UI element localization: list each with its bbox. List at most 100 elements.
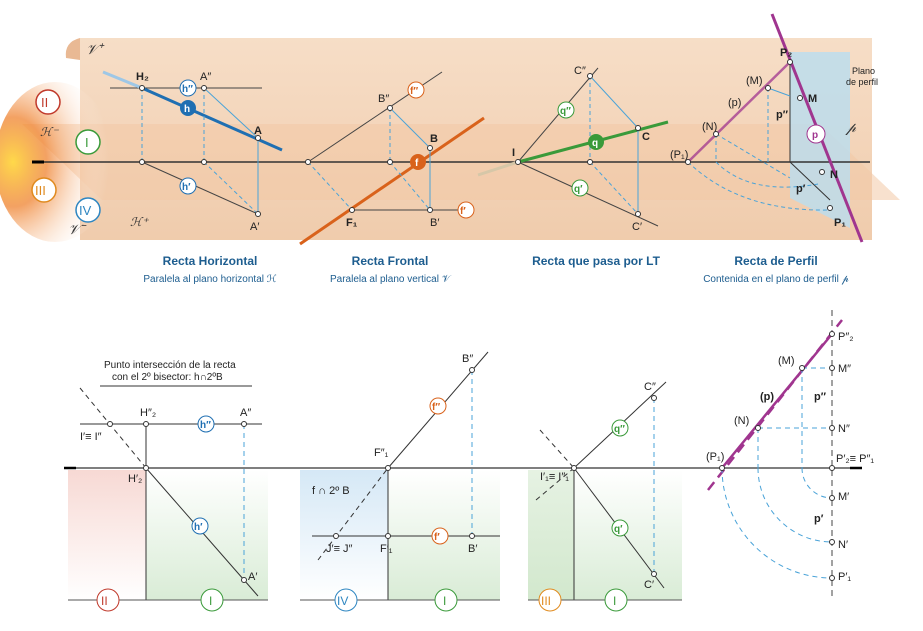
label-p: p [812, 130, 818, 141]
label-p1: p′ [796, 183, 806, 195]
panel4-label-Np: (N) [734, 415, 749, 427]
panel4-label-P1p: (P₁) [706, 451, 724, 463]
label-h2: h″ [182, 84, 193, 95]
panel4-label-M2: M″ [838, 363, 851, 375]
panel4-label-Mp: (M) [778, 355, 795, 367]
label-f2: f″ [410, 86, 418, 97]
panel2-frontal: f ∩ 2º B J′≡ J″ F″₁ F′₁ B″ B′ f″ f′ IV I [300, 351, 500, 612]
panel1-label-h2: h″ [200, 420, 211, 431]
label-h: h [184, 104, 190, 115]
panel1-bg-left [68, 470, 146, 600]
quadrant-badges: II I III IV [31, 89, 101, 223]
panel2-label-B1: B′ [468, 543, 477, 555]
panel1-note-2: con el 2º bisector: h∩2ºB [112, 372, 223, 383]
panel4-label-M1: M′ [838, 491, 849, 503]
panel4-label-P: P′₂≡ P″₁ [836, 453, 874, 465]
panel4-label-pp: (p) [760, 391, 774, 403]
panel4-label-N1: N′ [838, 539, 848, 551]
panel1-quad-left: II [101, 594, 108, 608]
caption-frontal-subtitle: Paralela al plano vertical 𝒱 [330, 274, 452, 285]
label-q2: q″ [560, 106, 571, 117]
panel1-note-1: Punto intersección de la recta [104, 360, 236, 371]
panel1-label-H2b: H′₂ [128, 473, 142, 485]
caption-lt-title: Recta que pasa por LT [532, 254, 660, 268]
profile-symbol: 𝓅 [845, 119, 857, 136]
label-C: C [642, 131, 650, 143]
caption-profile-subtitle: Contenida en el plano de perfil 𝓅 [703, 274, 849, 285]
panel4-label-N2: N″ [838, 423, 850, 435]
panel3-label-C2: C″ [644, 381, 656, 393]
caption-profile-title: Recta de Perfil [734, 254, 817, 268]
panel1-quad-right: I [209, 594, 212, 608]
quadrant-III-top: III [35, 183, 46, 198]
panel3-label-C1: C′ [644, 579, 654, 591]
label-P1p: (P₁) [670, 149, 688, 161]
label-P1: P₁ [834, 217, 846, 229]
label-A1: A′ [250, 221, 259, 233]
panel1-horizontal: Punto intersección de la recta con el 2º… [68, 360, 268, 612]
panel3-bg-left [528, 470, 574, 600]
panel2-label-f2: f″ [432, 402, 440, 413]
label-pp: (p) [728, 97, 741, 109]
panel4-label-p2: p″ [814, 391, 827, 403]
panel4-label-P2: P″₂ [838, 331, 854, 343]
label-B: B [430, 133, 438, 145]
label-B1: B′ [430, 217, 439, 229]
label-P2: P₂ [780, 47, 792, 59]
panel2-quad-right: I [443, 594, 446, 608]
panel2-quad-left: IV [337, 594, 348, 608]
panel3-quad-right: I [613, 594, 616, 608]
label-Np: (N) [702, 121, 717, 133]
quadrant-IV-top: IV [79, 203, 92, 218]
label-A2: A″ [200, 71, 211, 83]
label-M: M [808, 93, 817, 105]
lt-line-3d: I C″ C C′ q″ q q′ [477, 65, 669, 233]
profile-plane-label-2: de perfil [846, 77, 878, 87]
panel2-label-F1b: F′₁ [380, 543, 393, 555]
label-h1: h′ [182, 182, 191, 193]
label-h-plus: ℋ⁺ [130, 215, 150, 229]
label-B2: B″ [378, 93, 389, 105]
profile-line-3d: P₂ (M) M (N) N P₁ (P₁) (p) p″ p′ p Plano… [670, 13, 878, 243]
panel3-label-q1: q′ [614, 524, 623, 535]
label-C1: C′ [632, 221, 642, 233]
captions: Recta Horizontal Paralela al plano horiz… [143, 254, 848, 285]
label-C2: C″ [574, 65, 586, 77]
label-f1: f′ [460, 206, 466, 217]
panel1-label-A2: A″ [240, 407, 251, 419]
label-F1: F₁ [346, 217, 358, 229]
label-h-minus: ℋ⁻ [40, 125, 60, 139]
quadrant-I-top: I [85, 135, 89, 150]
top-3d-view [0, 38, 900, 242]
caption-frontal-title: Recta Frontal [352, 254, 429, 268]
vertical-plane-fold [65, 38, 80, 60]
label-p2: p″ [776, 109, 789, 121]
panel2-note: f ∩ 2º B [312, 485, 350, 497]
panel2-label-f1: f′ [434, 532, 440, 543]
panel3-label-q2: q″ [614, 424, 625, 435]
panel3-lt-line: I′₁≡ I″₁ C″ C′ q″ q′ III I [528, 381, 682, 612]
panel2-label-F1a: F″₁ [374, 447, 389, 459]
panel4-profile: P″₂ M″ N″ P′₂≡ P″₁ M′ N′ P′₁ (M) (N) (P₁… [706, 310, 874, 600]
label-q: q [592, 138, 598, 149]
horizontal-line-3d: H₂ A″ A A′ h″ h h′ [102, 70, 283, 233]
frontal-line-3d: B″ B B′ F₁ f″ f f′ [299, 71, 485, 246]
panel1-label-II: I′≡ I″ [80, 431, 102, 443]
profile-plane-label-1: Plano [852, 66, 875, 76]
panel1-label-H2: H″₂ [140, 407, 156, 419]
label-v-plus: 𝒱⁺ [86, 41, 105, 57]
label-I: I [512, 147, 515, 159]
panel3-label-I: I′₁≡ I″₁ [540, 471, 569, 483]
label-f: f [415, 158, 419, 169]
panel1-label-A1: A′ [248, 571, 257, 583]
panel2-label-J: J′≡ J″ [326, 543, 353, 555]
label-N: N [830, 169, 838, 181]
label-H2: H₂ [136, 71, 149, 83]
label-v-minus: 𝒱⁻ [68, 221, 87, 237]
panel1-label-h1: h′ [194, 522, 203, 533]
label-Mp: (M) [746, 75, 763, 87]
panel2-label-B2: B″ [462, 353, 473, 365]
label-A: A [254, 125, 262, 137]
panel4-label-P1: P′₁ [838, 571, 851, 583]
